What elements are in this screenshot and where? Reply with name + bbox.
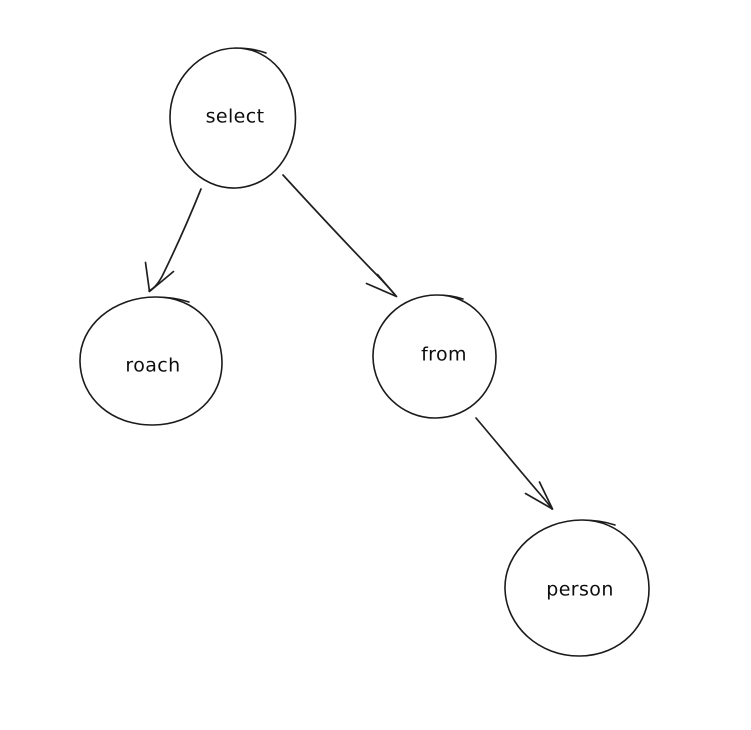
- node-roach[interactable]: roach: [79, 296, 223, 426]
- edge-from-person[interactable]: [475, 417, 554, 510]
- edge-select-roach-arrowhead: [144, 261, 175, 293]
- node-roach-circle: [79, 296, 223, 426]
- edge-select-from-line: [282, 174, 397, 297]
- node-from[interactable]: from: [372, 294, 497, 419]
- node-roach-label: roach: [125, 355, 180, 377]
- node-select-label: select: [206, 106, 265, 128]
- edge-select-roach-line: [148, 188, 202, 292]
- node-from-circle: [372, 294, 497, 419]
- edge-group: [144, 174, 554, 510]
- edge-select-from-arrowhead: [365, 273, 398, 298]
- node-select-circle: [169, 47, 297, 189]
- node-person[interactable]: person: [504, 519, 650, 657]
- node-group: select roach from person: [79, 47, 650, 657]
- node-person-label: person: [546, 579, 614, 601]
- edge-select-from[interactable]: [282, 174, 398, 298]
- node-person-circle: [504, 519, 650, 657]
- node-select[interactable]: select: [169, 47, 297, 189]
- edge-select-roach[interactable]: [144, 188, 202, 293]
- edge-from-person-line: [475, 417, 553, 510]
- node-from-label: from: [421, 344, 467, 366]
- edge-from-person-arrowhead: [524, 481, 554, 510]
